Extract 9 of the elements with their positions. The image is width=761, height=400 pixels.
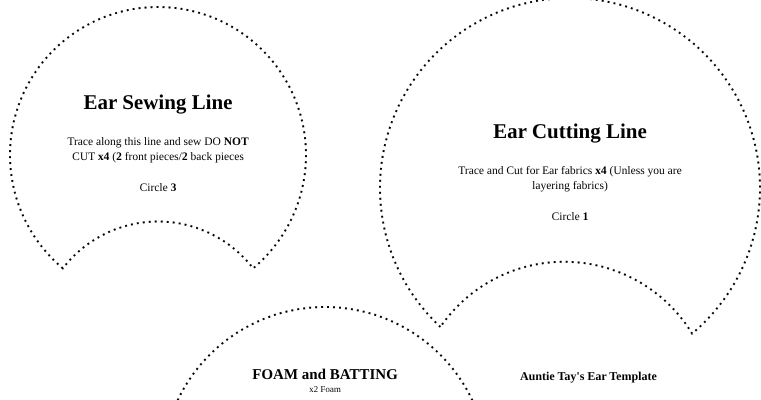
instruction-text: Trace along this line and sew DO NOT CUT x4 (2 front pieces/2 back pieces <box>66 134 250 164</box>
heading: Ear Sewing Line <box>84 89 232 116</box>
heading: Ear Cutting Line <box>493 118 647 145</box>
instruction-text: Circle 1 <box>552 210 588 224</box>
instruction-text: x2 Foam <box>309 384 341 396</box>
heading: FOAM and BATTING <box>252 367 398 384</box>
template-title: Auntie Tay's Ear Template <box>520 368 657 385</box>
instruction-text: Trace and Cut for Ear fabrics x4 (Unless you are layering fabrics) <box>457 164 683 194</box>
instruction-text: Circle 3 <box>140 180 176 196</box>
